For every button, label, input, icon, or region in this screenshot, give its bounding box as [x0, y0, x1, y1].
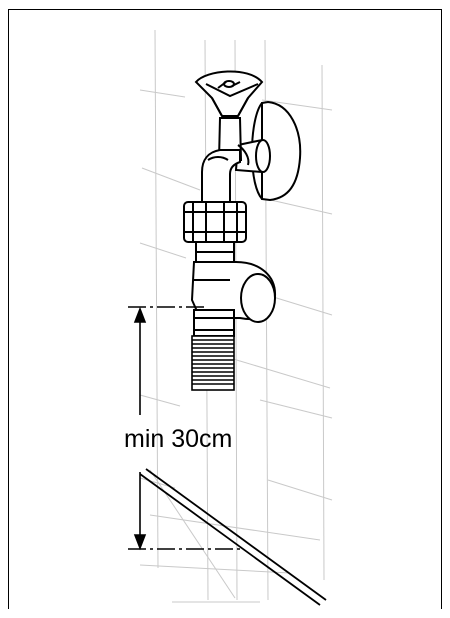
connector-body — [190, 241, 277, 323]
arrow-up-icon — [133, 306, 147, 323]
union-nut — [183, 201, 247, 243]
height-dimension — [128, 306, 240, 551]
minimum-height-label: min 30cm — [124, 425, 233, 453]
floor-slope — [139, 468, 327, 606]
arrow-down-icon — [133, 534, 147, 551]
valve-spout — [201, 149, 241, 205]
valve-handle — [194, 70, 264, 117]
valve-body — [217, 117, 271, 174]
threaded-nipple — [191, 335, 235, 391]
page-frame — [8, 9, 442, 609]
hose-connector — [193, 309, 235, 337]
